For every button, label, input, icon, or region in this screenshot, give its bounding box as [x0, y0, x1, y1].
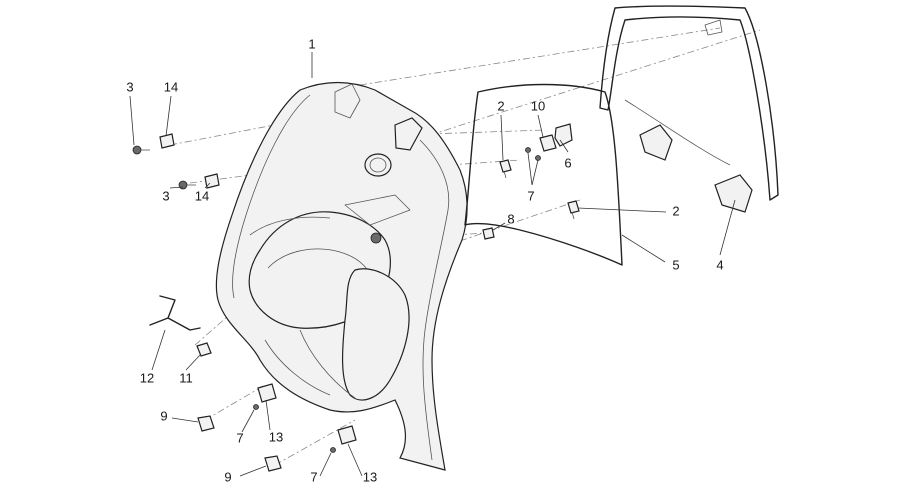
bracket-10 — [539, 134, 557, 152]
rear-frame-part-4 — [599, 5, 779, 213]
fasteners — [132, 123, 580, 472]
callout-3-upper: 3 — [126, 79, 133, 94]
callout-7-lower: 7 — [310, 469, 317, 484]
bracket-13-upper — [257, 383, 277, 403]
callout-3-lower: 3 — [162, 188, 169, 203]
bracket-6 — [554, 123, 573, 147]
callout-13-lower: 13 — [363, 469, 377, 484]
callouts: 1 3 14 3 14 2 10 6 7 2 8 5 4 12 11 9 7 1… — [126, 36, 723, 484]
callout-2-upper: 2 — [497, 98, 504, 113]
callout-14-upper: 14 — [164, 79, 178, 94]
callout-1: 1 — [308, 36, 315, 51]
callout-5: 5 — [672, 257, 679, 272]
callout-9-upper: 9 — [160, 408, 167, 423]
fastener-8 — [482, 227, 495, 240]
callout-14-lower: 14 — [195, 188, 209, 203]
callout-10: 10 — [531, 98, 545, 113]
screw-2-upper — [499, 159, 512, 179]
windscreen-part-5 — [464, 83, 623, 266]
screw-2-lower — [567, 200, 580, 220]
callout-9-lower: 9 — [224, 469, 231, 484]
callout-11: 11 — [179, 370, 193, 385]
callout-13-upper: 13 — [269, 429, 283, 444]
screw-7-a — [525, 147, 531, 153]
callout-4: 4 — [716, 257, 723, 272]
bracket-13-lower — [337, 425, 357, 445]
screw-7-b — [535, 155, 541, 161]
callout-7-upper: 7 — [527, 188, 534, 203]
clip-14-upper — [159, 133, 175, 149]
screw-3-upper — [132, 145, 150, 155]
callout-6: 6 — [564, 155, 571, 170]
callout-8: 8 — [507, 211, 514, 226]
callout-7-middle: 7 — [236, 430, 243, 445]
nut-9-upper — [197, 415, 215, 432]
leg-shield-part-1 — [215, 81, 468, 471]
hook-12 — [149, 295, 201, 331]
leader-lines — [129, 52, 736, 477]
clip-11 — [196, 342, 212, 357]
screw-7-c — [253, 404, 259, 410]
nut-9-lower — [264, 455, 282, 472]
callout-2-lower: 2 — [672, 203, 679, 218]
screw-7-d — [330, 447, 336, 453]
callout-12: 12 — [140, 370, 154, 385]
